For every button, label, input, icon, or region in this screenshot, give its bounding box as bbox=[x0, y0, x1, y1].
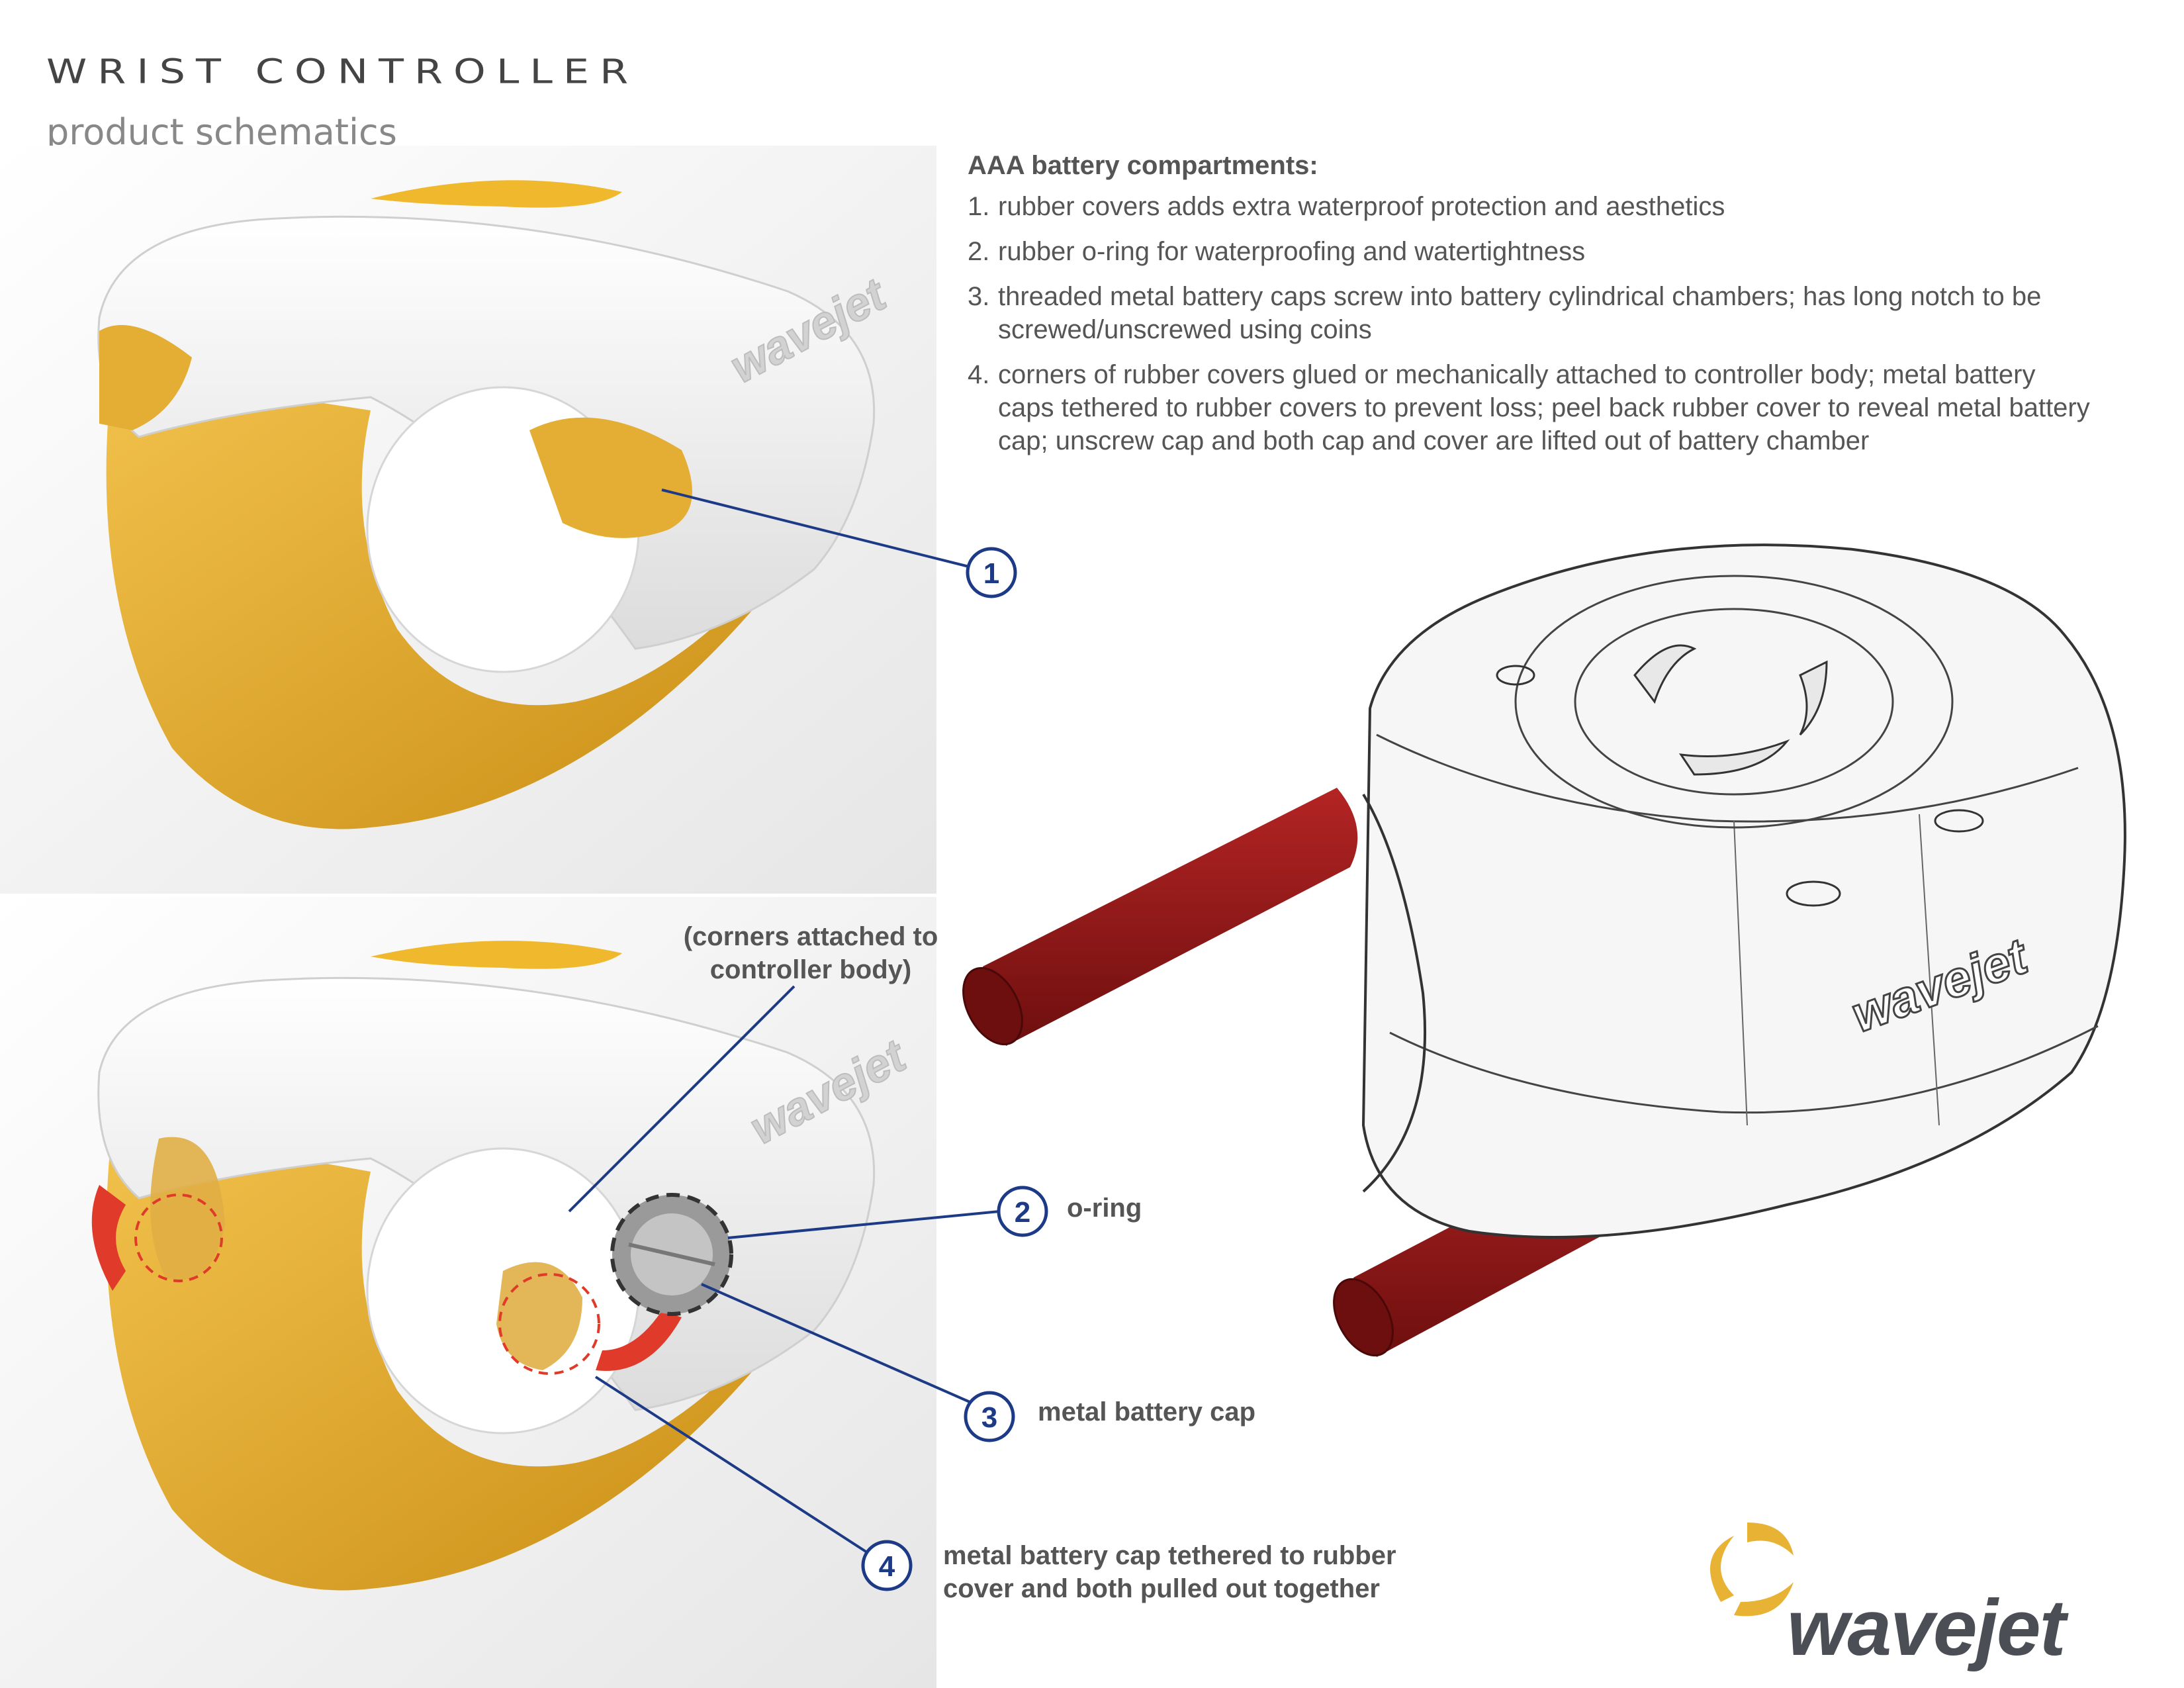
battery-upper bbox=[962, 788, 1358, 1046]
rubber-cover-left bbox=[150, 1137, 225, 1280]
note-item: 3. threaded metal battery caps screw int… bbox=[968, 280, 2093, 346]
control-dial-outer bbox=[1514, 575, 1954, 829]
note-text: rubber o-ring for waterproofing and wate… bbox=[998, 237, 1586, 266]
callout-bubble bbox=[966, 547, 1017, 598]
wireframe-edge bbox=[1919, 814, 1940, 1126]
callout-2-label: o-ring bbox=[1067, 1194, 1142, 1223]
wavejet-logo-icon bbox=[1710, 1523, 1794, 1617]
note-item: 4. corners of rubber covers glued or mec… bbox=[968, 358, 2093, 457]
small-button-icon bbox=[1786, 880, 1841, 907]
floating-logo-mark bbox=[371, 941, 622, 969]
note-text: corners of rubber covers glued or mechan… bbox=[998, 360, 2090, 455]
peel-arrow-right bbox=[596, 1311, 682, 1371]
callout-bubble bbox=[997, 1186, 1048, 1237]
yellow-band bbox=[106, 371, 814, 829]
notes-panel: AAA battery compartments: 1. rubber cove… bbox=[968, 151, 2093, 469]
battery-end bbox=[962, 966, 1023, 1046]
callout-4-label-line: metal battery cap tethered to rubber bbox=[943, 1541, 1396, 1570]
wireframe-edge bbox=[1376, 733, 2079, 823]
corners-note-line: controller body) bbox=[709, 955, 912, 984]
callout-4-label: metal battery cap tethered to rubber cov… bbox=[943, 1539, 1396, 1605]
callout-2: 2 bbox=[727, 1186, 1048, 1239]
corners-note-line: (corners attached to bbox=[683, 922, 938, 951]
callout-bubble bbox=[964, 1391, 1015, 1442]
render-wireframe: wavejet bbox=[962, 543, 2126, 1357]
wireframe-edge bbox=[1389, 1025, 2099, 1114]
battery-end bbox=[1333, 1278, 1394, 1357]
leader-line bbox=[661, 489, 980, 571]
note-number: 2. bbox=[968, 237, 990, 266]
yellow-band bbox=[106, 1125, 814, 1591]
page-title: WRIST CONTROLLER bbox=[46, 52, 639, 91]
wrist-opening bbox=[1362, 793, 1427, 1193]
controller-wireframe-body bbox=[1361, 543, 2126, 1239]
logo-emboss-icon bbox=[1633, 644, 1828, 776]
leader-line bbox=[727, 1210, 1000, 1239]
note-item: 1. rubber covers adds extra waterproof p… bbox=[968, 190, 2093, 223]
callout-number: 2 bbox=[1015, 1196, 1030, 1229]
callout-number: 3 bbox=[981, 1401, 997, 1434]
rubber-cover-left bbox=[99, 325, 192, 430]
callout-4-label-line: cover and both pulled out together bbox=[943, 1574, 1380, 1603]
leader-line bbox=[594, 1376, 868, 1554]
note-item: 2. rubber o-ring for waterproofing and w… bbox=[968, 235, 2093, 268]
coin-notch bbox=[628, 1243, 715, 1266]
wavejet-logo-wordmark: wavejet bbox=[1787, 1583, 2066, 1672]
floating-logo-mark bbox=[371, 180, 622, 208]
wireframe-edge bbox=[1733, 820, 1748, 1126]
callout-4: 4 bbox=[594, 1376, 913, 1591]
render-bottom: wavejet bbox=[0, 897, 936, 1688]
small-button-icon bbox=[1934, 809, 1984, 833]
callout-number: 4 bbox=[879, 1550, 895, 1583]
callout-3: 3 bbox=[701, 1283, 1015, 1442]
corners-note: (corners attached to controller body) bbox=[668, 920, 953, 986]
rubber-cover-right bbox=[496, 1262, 582, 1370]
callout-number: 1 bbox=[983, 557, 999, 590]
cover-outline-left bbox=[134, 1194, 223, 1282]
battery-body bbox=[983, 788, 1358, 1046]
callout-bubble bbox=[861, 1540, 913, 1591]
peel-arrow-left bbox=[91, 1185, 126, 1291]
render-top: wavejet bbox=[0, 146, 936, 894]
callout-1: 1 bbox=[661, 489, 1017, 598]
note-number: 3. bbox=[968, 282, 990, 311]
leader-line bbox=[701, 1283, 974, 1405]
rubber-cover-right bbox=[529, 417, 692, 538]
note-number: 1. bbox=[968, 192, 990, 221]
callout-3-label: metal battery cap bbox=[1038, 1397, 1256, 1427]
note-number: 4. bbox=[968, 360, 990, 389]
corners-leader-line bbox=[568, 985, 796, 1213]
control-dial-inner bbox=[1574, 608, 1894, 796]
note-text: threaded metal battery caps screw into b… bbox=[998, 282, 2042, 344]
note-text: rubber covers adds extra waterproof prot… bbox=[998, 192, 1725, 221]
small-button-icon bbox=[1496, 665, 1535, 686]
cover-outline-right bbox=[498, 1273, 600, 1375]
notes-heading: AAA battery compartments: bbox=[968, 151, 1318, 180]
